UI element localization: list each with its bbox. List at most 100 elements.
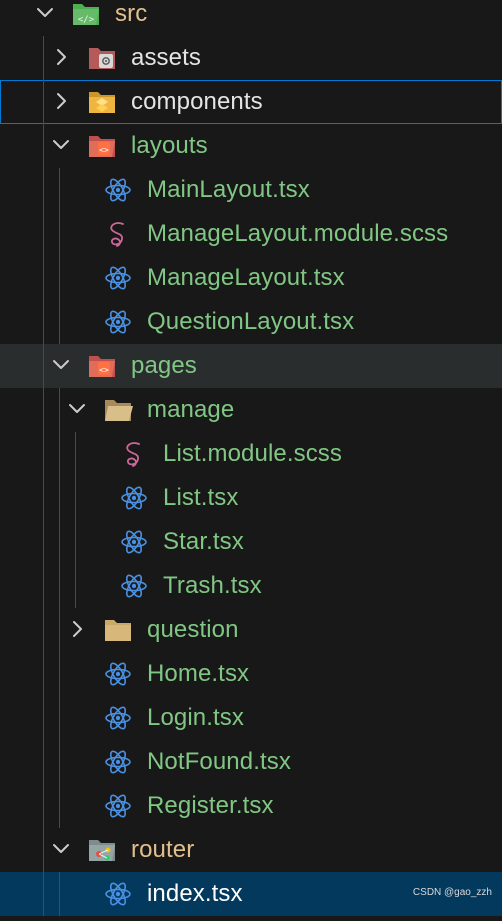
file-row-managelayout-module-scss[interactable]: ManageLayout.module.scss: [0, 212, 502, 256]
folder-label: pages: [131, 352, 197, 379]
indent-guide: [43, 564, 44, 608]
file-label: List.module.scss: [163, 440, 342, 467]
folder-label: question: [147, 616, 239, 643]
folder-row-components[interactable]: components: [0, 80, 502, 124]
file-row-mainlayout-tsx[interactable]: MainLayout.tsx: [0, 168, 502, 212]
indent-guide: [59, 608, 60, 652]
chevron-right-icon[interactable]: [51, 80, 71, 124]
src-folder-open-icon: </>: [71, 0, 101, 36]
sass-icon: [103, 212, 133, 256]
chevron-down-icon[interactable]: [51, 828, 71, 872]
file-label: ManageLayout.tsx: [147, 264, 345, 291]
chevron-right-icon[interactable]: [51, 36, 71, 80]
indent-guide: [43, 80, 44, 124]
chevron-down-icon[interactable]: [51, 124, 71, 168]
file-label: QuestionLayout.tsx: [147, 308, 355, 335]
indent-guide: [59, 740, 60, 784]
file-row-register-tsx[interactable]: Register.tsx: [0, 784, 502, 828]
indent-guide: [43, 872, 44, 916]
file-row-managelayout-tsx[interactable]: ManageLayout.tsx: [0, 256, 502, 300]
indent-guide: [43, 696, 44, 740]
indent-guide: [43, 652, 44, 696]
indent-guide: [43, 828, 44, 872]
indent-guide: [43, 344, 44, 388]
indent-guide: [59, 256, 60, 300]
file-label: List.tsx: [163, 484, 239, 511]
indent-guide: [59, 784, 60, 828]
folder-label: layouts: [131, 132, 208, 159]
indent-guide: [43, 388, 44, 432]
react-icon: [103, 168, 133, 212]
folder-label: manage: [147, 396, 235, 423]
indent-guide: [43, 212, 44, 256]
folder-row-layouts[interactable]: <> layouts: [0, 124, 502, 168]
file-row-list-tsx[interactable]: List.tsx: [0, 476, 502, 520]
indent-guide: [59, 168, 60, 212]
indent-guide: [59, 872, 60, 916]
react-icon: [103, 256, 133, 300]
chevron-right-icon[interactable]: [67, 608, 87, 652]
file-row-list-module-scss[interactable]: List.module.scss: [0, 432, 502, 476]
indent-guide: [43, 476, 44, 520]
assets-folder-icon: [87, 36, 117, 80]
file-row-star-tsx[interactable]: Star.tsx: [0, 520, 502, 564]
indent-guide: [59, 564, 60, 608]
indent-guide: [43, 740, 44, 784]
folder-row-src[interactable]: </> src: [0, 0, 502, 36]
file-label: Home.tsx: [147, 660, 250, 687]
watermark: CSDN @gao_zzh: [412, 887, 492, 898]
folder-row-manage[interactable]: manage: [0, 388, 502, 432]
folder-label: assets: [131, 44, 201, 71]
indent-guide: [43, 432, 44, 476]
indent-guide: [43, 300, 44, 344]
svg-text:<>: <>: [99, 146, 109, 155]
svg-text:<>: <>: [99, 366, 109, 375]
pages-folder-open-icon: <>: [87, 344, 117, 388]
indent-guide: [59, 300, 60, 344]
react-icon: [103, 784, 133, 828]
indent-guide: [43, 168, 44, 212]
folder-row-question[interactable]: question: [0, 608, 502, 652]
indent-guide: [43, 520, 44, 564]
components-folder-icon: [87, 80, 117, 124]
router-folder-open-icon: [87, 828, 117, 872]
file-row-trash-tsx[interactable]: Trash.tsx: [0, 564, 502, 608]
react-icon: [103, 652, 133, 696]
folder-label: components: [131, 88, 263, 115]
folder-row-router[interactable]: router: [0, 828, 502, 872]
react-icon: [119, 564, 149, 608]
indent-guide: [75, 476, 76, 520]
file-label: Star.tsx: [163, 528, 244, 555]
file-row-login-tsx[interactable]: Login.tsx: [0, 696, 502, 740]
folder-row-assets[interactable]: assets: [0, 36, 502, 80]
react-icon: [103, 872, 133, 916]
indent-guide: [59, 432, 60, 476]
indent-guide: [43, 608, 44, 652]
file-row-notfound-tsx[interactable]: NotFound.tsx: [0, 740, 502, 784]
indent-guide: [43, 784, 44, 828]
folder-open-icon: [103, 388, 133, 432]
file-row-home-tsx[interactable]: Home.tsx: [0, 652, 502, 696]
file-label: index.tsx: [147, 880, 243, 907]
indent-guide: [43, 124, 44, 168]
indent-guide: [43, 256, 44, 300]
folder-row-pages[interactable]: <> pages: [0, 344, 502, 388]
react-icon: [119, 520, 149, 564]
indent-guide: [59, 696, 60, 740]
file-label: Login.tsx: [147, 704, 244, 731]
file-label: NotFound.tsx: [147, 748, 291, 775]
file-label: Trash.tsx: [163, 572, 262, 599]
indent-guide: [43, 36, 44, 80]
sass-icon: [119, 432, 149, 476]
indent-guide: [59, 388, 60, 432]
folder-icon: [103, 608, 133, 652]
folder-label: src: [115, 0, 148, 27]
chevron-down-icon[interactable]: [35, 0, 55, 36]
chevron-down-icon[interactable]: [51, 344, 71, 388]
indent-guide: [59, 520, 60, 564]
react-icon: [103, 696, 133, 740]
file-row-questionlayout-tsx[interactable]: QuestionLayout.tsx: [0, 300, 502, 344]
folder-label: router: [131, 836, 195, 863]
chevron-down-icon[interactable]: [67, 388, 87, 432]
